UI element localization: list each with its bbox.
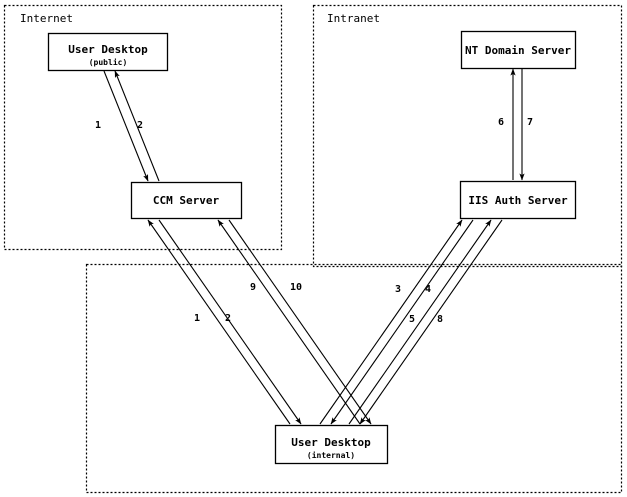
- node-ccm-server[interactable]: CCM Server: [130, 181, 243, 220]
- connection-group-iis-internal-left: [319, 219, 474, 425]
- node-nt-domain-server[interactable]: NT Domain Server: [460, 30, 577, 70]
- node-user-desktop-internal-box[interactable]: [274, 424, 389, 465]
- node-user-desktop-internal-title: User Desktop: [291, 436, 371, 449]
- zone-internet-group: Internet: [3, 4, 283, 251]
- node-ccm-server-box[interactable]: [130, 181, 243, 220]
- connection-5-internal-to-iis: [348, 219, 492, 425]
- edge-label-8: 8: [437, 314, 443, 325]
- edge-label-1-public: 1: [95, 120, 101, 131]
- node-user-desktop-public-subtitle: (public): [89, 57, 128, 67]
- connection-group-iis-internal-right: [348, 219, 503, 425]
- node-iis-auth-server-box[interactable]: [459, 180, 577, 220]
- edge-label-6: 6: [498, 117, 504, 128]
- node-user-desktop-internal[interactable]: User Desktop (internal): [274, 424, 389, 465]
- node-user-desktop-public[interactable]: User Desktop (public): [47, 32, 169, 72]
- connection-2-ccm-to-internal: [158, 219, 302, 425]
- node-user-desktop-internal-subtitle: (internal): [307, 450, 355, 460]
- connection-group-ccm-internal-right: [217, 219, 372, 425]
- zone-intranet-label: Intranet: [327, 12, 380, 25]
- connection-group-nt-iis: [510, 68, 525, 181]
- edge-label-2-public: 2: [137, 120, 143, 131]
- edge-label-7: 7: [527, 117, 533, 128]
- zone-internet-label: Internet: [20, 12, 73, 25]
- connection-8-iis-to-internal: [359, 219, 503, 425]
- connection-2-ccm-to-public: [114, 70, 160, 182]
- edge-label-1-internal: 1: [194, 313, 200, 324]
- node-user-desktop-public-title: User Desktop: [68, 43, 148, 56]
- connection-group-ccm-internal-left: [147, 219, 302, 425]
- zone-internet-boundary: [3, 4, 283, 251]
- connection-9-internal-to-ccm: [217, 219, 361, 425]
- edge-label-5: 5: [409, 314, 415, 325]
- connection-1-internal-to-ccm: [147, 219, 291, 425]
- connection-1-public-to-ccm: [103, 70, 149, 182]
- edge-label-10: 10: [290, 282, 302, 293]
- node-iis-auth-server[interactable]: IIS Auth Server: [459, 180, 577, 220]
- zone-lower-boundary: [85, 263, 623, 494]
- connection-10-ccm-to-internal: [228, 219, 372, 425]
- node-ccm-server-title: CCM Server: [153, 194, 220, 207]
- edge-label-group: 1 2 6 7 9 10 1 2 3 4 5 8: [95, 117, 533, 325]
- edge-label-9: 9: [250, 282, 256, 293]
- edge-label-3: 3: [395, 284, 401, 295]
- node-nt-domain-server-title: NT Domain Server: [465, 44, 571, 57]
- connection-4-iis-to-internal: [330, 219, 474, 425]
- connection-group-public-ccm: [103, 70, 160, 182]
- node-nt-domain-server-box[interactable]: [460, 30, 577, 70]
- zone-intranet-group: Intranet: [312, 4, 623, 268]
- edge-label-4: 4: [425, 284, 431, 295]
- node-iis-auth-server-title: IIS Auth Server: [468, 194, 568, 207]
- zone-lower-group: [85, 263, 623, 494]
- connection-3-internal-to-iis: [319, 219, 463, 425]
- zone-intranet-boundary: [312, 4, 623, 268]
- node-user-desktop-public-box[interactable]: [47, 32, 169, 72]
- edge-label-2-internal: 2: [225, 313, 231, 324]
